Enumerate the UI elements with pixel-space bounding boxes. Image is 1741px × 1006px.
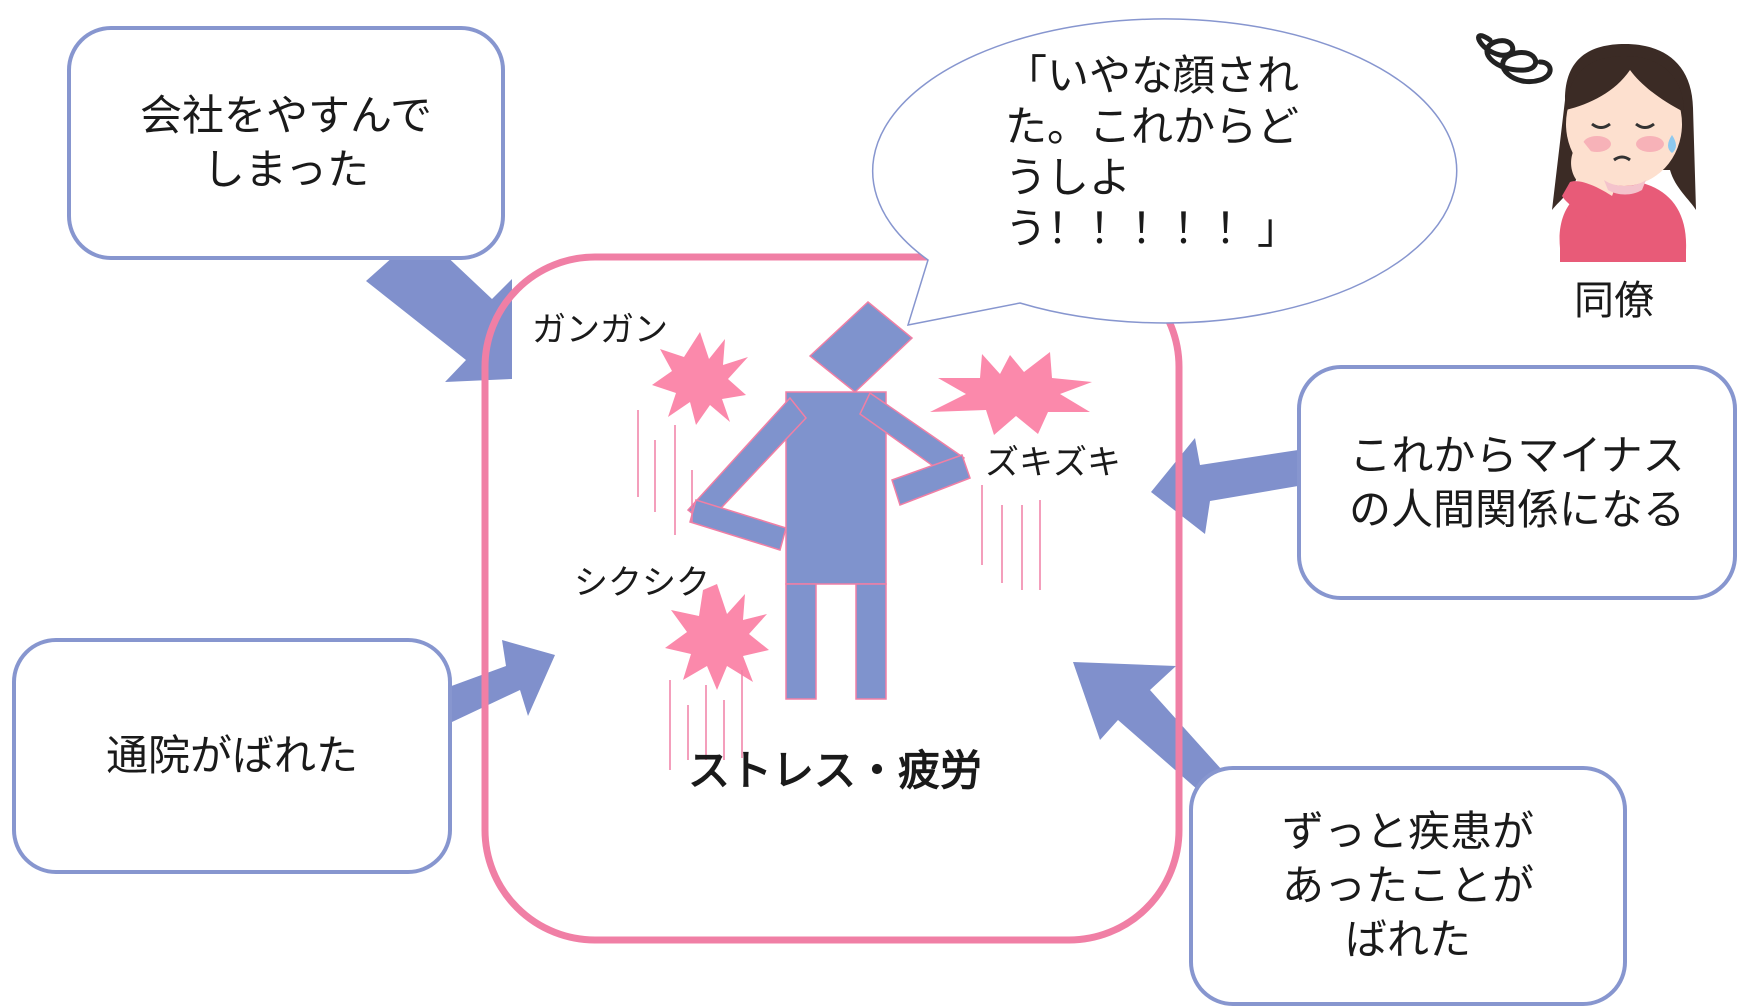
sound-label-gangan: ガンガン bbox=[532, 310, 668, 350]
pain-burst-icon bbox=[930, 352, 1092, 435]
stress-frame bbox=[481, 253, 1183, 944]
motion-lines bbox=[637, 410, 1041, 770]
minus-relationship-text: これからマイナス の人間関係になる bbox=[1348, 430, 1685, 534]
dizzy-scribble-icon bbox=[1476, 33, 1553, 85]
illness-revealed-box: ずっと疾患が あったことが ばれた bbox=[1189, 766, 1627, 1006]
illness-revealed-text: ずっと疾患が あったことが ばれた bbox=[1281, 807, 1534, 964]
minus-relationship-box: これからマイナス の人間関係になる bbox=[1297, 365, 1737, 600]
absence-text: 会社をやすんで しまった bbox=[140, 91, 432, 194]
arrow-minus-to-center bbox=[1151, 438, 1298, 534]
pain-burst-icon bbox=[665, 584, 769, 690]
pain-burst-icons bbox=[652, 332, 1092, 690]
arrow-hospital-to-center bbox=[446, 640, 555, 722]
hospital-box: 通院がばれた bbox=[12, 638, 452, 874]
absence-box: 会社をやすんで しまった bbox=[67, 26, 505, 260]
sound-label-shikushiku: シクシク bbox=[574, 563, 710, 603]
pain-burst-icon bbox=[652, 332, 748, 425]
stressed-figure-icon bbox=[686, 301, 971, 700]
worried-woman-icon bbox=[1476, 33, 1696, 262]
arrow-absence-to-center bbox=[366, 233, 512, 382]
hospital-text: 通院がばれた bbox=[105, 731, 358, 780]
speech-bubble bbox=[871, 18, 1458, 326]
speech-bubble-text: 「いやな顔され た。これからど うしよ う！！！！！」 bbox=[1005, 51, 1300, 253]
sound-label-zukizuki: ズキズキ bbox=[985, 443, 1121, 483]
arrow-illness-to-center bbox=[1073, 662, 1222, 790]
center-title: ストレス・疲労 bbox=[688, 746, 983, 795]
colleague-label: 同僚 bbox=[1574, 278, 1654, 324]
